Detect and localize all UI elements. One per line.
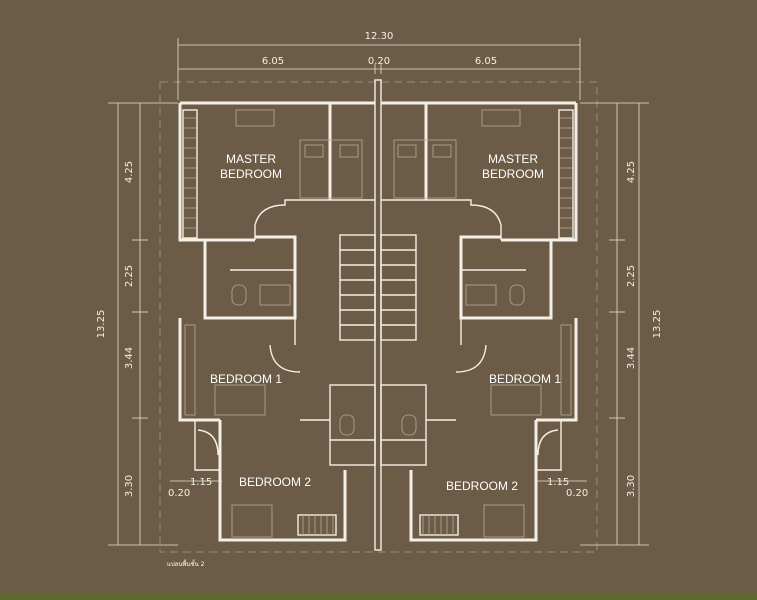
left-bedroom-1-label: BEDROOM 1 <box>210 372 282 386</box>
dim-party-wall: 0.20 <box>368 56 390 67</box>
left-bedroom-2-label: BEDROOM 2 <box>239 475 311 489</box>
dim-left-balcony-wall: 0.20 <box>168 488 190 499</box>
left-dimensions: 13.25 4.25 2.25 3.44 3.30 1.15 0.20 <box>96 102 222 546</box>
dim-left-balcony: 1.15 <box>190 477 212 488</box>
dim-left-seg-4: 3.30 <box>124 475 135 497</box>
dim-right-balcony: 1.15 <box>547 477 569 488</box>
dim-right-width: 6.05 <box>475 56 497 67</box>
left-master-bedroom-label-2: BEDROOM <box>220 167 282 181</box>
right-dimensions: 13.25 4.25 2.25 3.44 3.30 1.15 0.20 <box>535 102 663 546</box>
dim-right-seg-2: 2.25 <box>626 265 637 287</box>
bottom-strip <box>0 593 757 600</box>
room-labels: MASTER BEDROOM BEDROOM 1 BEDROOM 2 MASTE… <box>210 152 561 493</box>
dim-right-balcony-wall: 0.20 <box>566 488 588 499</box>
right-bedroom-1-label: BEDROOM 1 <box>489 372 561 386</box>
dim-left-width: 6.05 <box>262 56 284 67</box>
property-boundary <box>159 81 598 553</box>
right-bedroom-2-label: BEDROOM 2 <box>446 479 518 493</box>
dim-left-seg-1: 4.25 <box>124 161 135 183</box>
dim-right-depth: 13.25 <box>652 310 663 339</box>
right-master-bedroom-label-1: MASTER <box>488 152 538 166</box>
dim-left-seg-2: 2.25 <box>124 265 135 287</box>
left-master-bedroom-label-1: MASTER <box>226 152 276 166</box>
dim-left-depth: 13.25 <box>96 310 107 339</box>
dim-overall-width: 12.30 <box>365 31 394 42</box>
dim-right-seg-4: 3.30 <box>626 475 637 497</box>
plan-caption: แปลนพื้นชั้น 2 <box>167 558 205 568</box>
dim-left-seg-3: 3.44 <box>124 347 135 369</box>
left-unit-walls <box>178 101 376 542</box>
dim-right-seg-3: 3.44 <box>626 347 637 369</box>
top-dimensions: 12.30 6.05 0.20 6.05 <box>177 31 581 100</box>
right-master-bedroom-label-2: BEDROOM <box>482 167 544 181</box>
dim-right-seg-1: 4.25 <box>626 161 637 183</box>
